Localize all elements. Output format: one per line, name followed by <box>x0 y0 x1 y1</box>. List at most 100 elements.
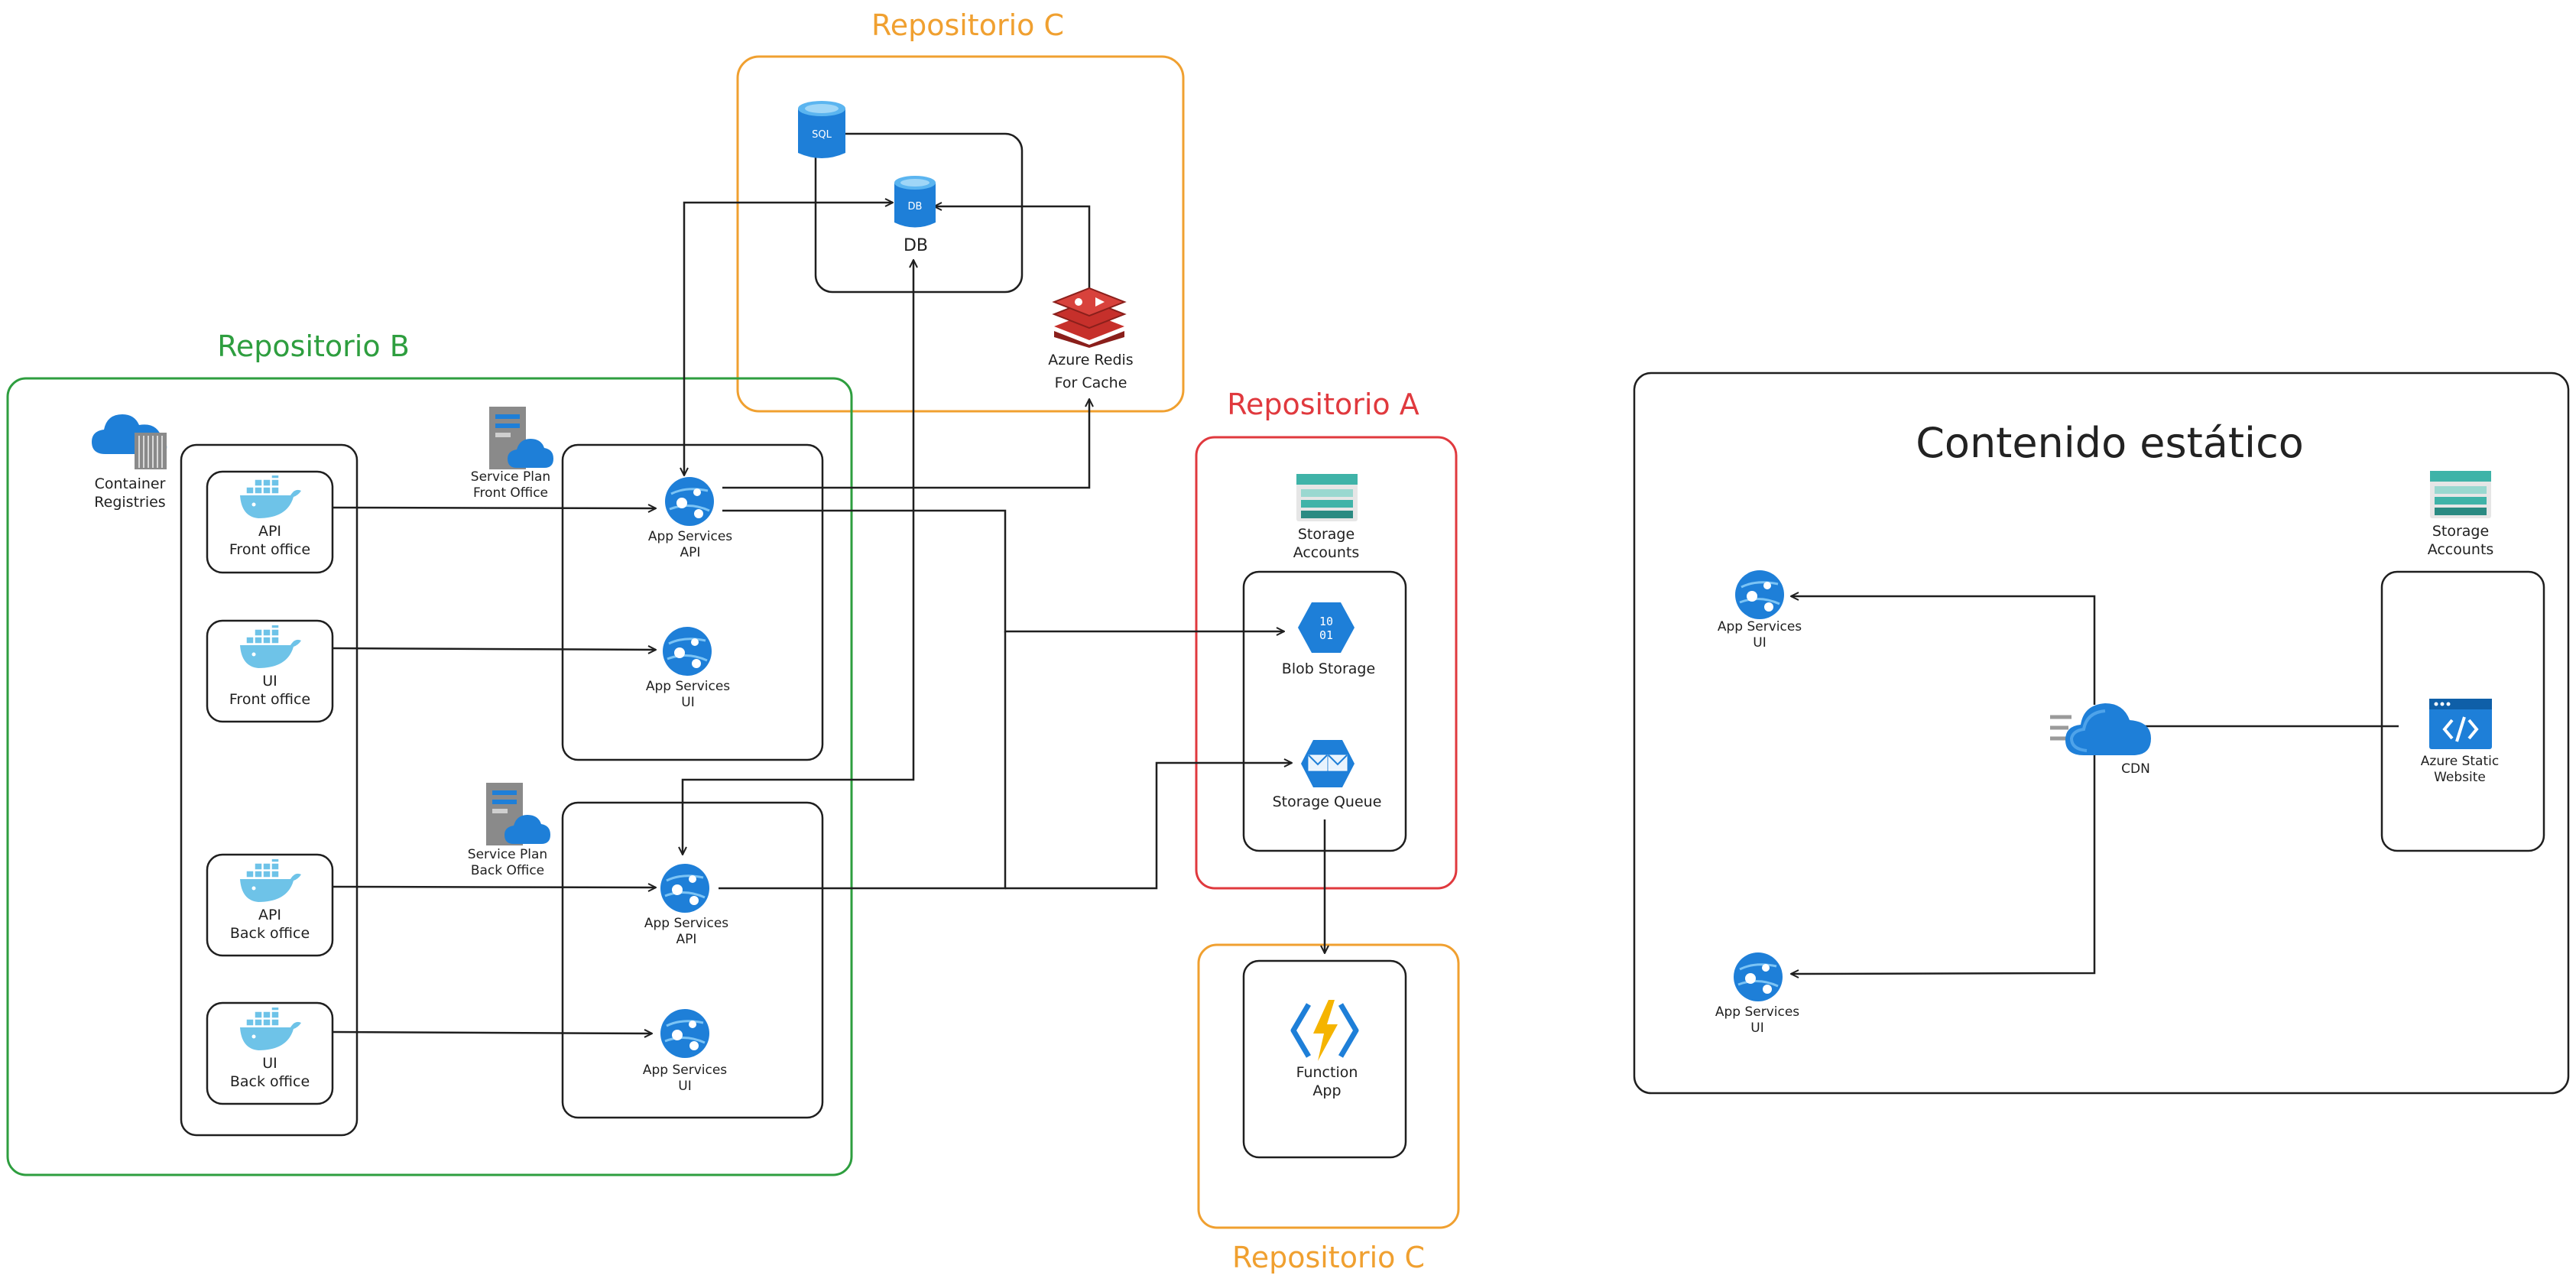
storage-accounts-a-label: Storage Accounts <box>1293 526 1360 563</box>
repo-a-boundary <box>1195 436 1458 890</box>
svg-text:10: 10 <box>1319 615 1333 628</box>
function-app-line1: Function <box>1296 1064 1358 1081</box>
edge-api-front-to-blob <box>722 509 1284 631</box>
sql-database-icon: SQL <box>798 101 845 158</box>
service-plan-front-label: Service Plan Front Office <box>471 469 550 502</box>
service-plan-back-line2: Back Office <box>470 863 545 879</box>
app-services-api-back-label: App Services API <box>644 916 728 949</box>
docker-api-back-line1: API <box>258 907 282 923</box>
app-services-api-front-label: App Services API <box>648 529 732 562</box>
edge-ui-front-to-app <box>332 648 656 650</box>
docker-ui-back-line1: UI <box>262 1055 277 1072</box>
docker-ui-back-icon <box>240 1008 301 1050</box>
container-registries-line1: Container <box>94 475 166 492</box>
storage-accounts-a-icon <box>1296 474 1358 521</box>
storage-accounts-static-line2: Accounts <box>2427 540 2494 558</box>
docker-ui-back-line2: Back office <box>229 1072 310 1090</box>
docker-api-back-icon <box>240 859 301 902</box>
app-services-api-front-line2: API <box>680 545 701 561</box>
svg-text:01: 01 <box>1319 628 1333 642</box>
edge-db-to-app-api-front <box>684 203 893 475</box>
docker-api-front-label: API Front office <box>229 523 310 560</box>
docker-api-front-line1: API <box>258 523 282 540</box>
edge-api-back-to-queue <box>1005 763 1292 890</box>
app-services-ui-static-bottom-icon <box>1734 952 1783 1001</box>
app-services-ui-back-label: App Services UI <box>643 1063 727 1095</box>
service-plan-back-line1: Service Plan <box>467 847 548 862</box>
cdn-label: CDN <box>2121 761 2150 777</box>
service-plan-front-icon <box>489 407 553 469</box>
edge-cdn-to-app-ui-bottom <box>1791 753 2096 974</box>
edge-redis-to-db <box>934 206 1091 289</box>
repo-c-top-title: Repositorio C <box>871 8 1064 42</box>
repo-a-title: Repositorio A <box>1227 388 1419 421</box>
redis-label: Azure Redis For Cache <box>1048 352 1133 393</box>
storage-accounts-static-icon <box>2430 471 2491 518</box>
azure-static-website-label: Azure Static Website <box>2421 754 2499 787</box>
app-services-api-back-line2: API <box>676 932 697 948</box>
redis-label-line1: Azure Redis <box>1048 352 1134 368</box>
app-services-ui-front-label: App Services UI <box>646 679 730 712</box>
edge-app-api-front-to-redis <box>722 399 1089 489</box>
azure-static-website-line1: Azure Static <box>2420 754 2500 769</box>
edge-app-api-back-to-db <box>683 260 913 855</box>
service-plan-front-line2: Front Office <box>472 485 549 501</box>
storage-accounts-static-line1: Storage <box>2432 523 2490 540</box>
docker-api-back-label: API Back office <box>230 907 310 943</box>
docker-ui-front-label: UI Front office <box>229 673 310 709</box>
docker-api-front-icon <box>240 475 301 518</box>
docker-ui-back-label: UI Back office <box>230 1055 310 1092</box>
docker-api-front-box <box>206 470 334 574</box>
app-services-ui-static-bottom-line1: App Services <box>1715 1004 1800 1020</box>
redis-label-line2: For Cache <box>1054 374 1127 391</box>
docker-ui-front-line2: Front office <box>229 690 311 708</box>
redis-icon <box>1052 287 1127 348</box>
static-content-boundary <box>1633 372 2570 1095</box>
app-services-ui-front-line2: UI <box>681 695 695 711</box>
app-services-ui-static-top-icon <box>1735 570 1784 619</box>
repo-b-title: Repositorio B <box>217 329 410 363</box>
storage-static-box <box>2380 570 2545 852</box>
static-content-title: Contenido estático <box>1916 419 2304 467</box>
app-services-ui-back-line1: App Services <box>642 1063 728 1078</box>
app-services-ui-back-line2: UI <box>678 1079 692 1095</box>
app-services-ui-static-bottom-line2: UI <box>1750 1021 1764 1037</box>
blob-storage-label: Blob Storage <box>1281 660 1376 677</box>
storage-accounts-static-label: Storage Accounts <box>2428 523 2494 560</box>
db-icon-text: DB <box>908 201 923 213</box>
sql-icon-text: SQL <box>812 129 832 141</box>
storage-queue-label: Storage Queue <box>1272 793 1382 810</box>
edge-ui-back-to-app <box>332 1032 652 1034</box>
app-services-api-front-line1: App Services <box>647 529 733 544</box>
app-services-api-front-icon <box>665 477 714 526</box>
blob-storage-icon: 10 01 <box>1298 602 1355 653</box>
container-registries-icon <box>92 414 167 469</box>
azure-static-website-icon <box>2429 699 2492 749</box>
storage-queue-icon <box>1301 740 1355 787</box>
app-services-api-back-line1: App Services <box>644 916 729 931</box>
app-services-ui-front-icon <box>663 627 712 676</box>
docker-api-front-line2: Front office <box>229 540 311 558</box>
azure-static-website-line2: Website <box>2434 770 2486 786</box>
function-app-label: Function App <box>1296 1064 1358 1101</box>
container-registries-line2: Registries <box>94 493 166 511</box>
storage-accounts-a-line1: Storage <box>1297 526 1355 543</box>
repo-c-bottom-title: Repositorio C <box>1232 1241 1425 1274</box>
db-label: DB <box>903 236 929 255</box>
repo-c-bottom-boundary <box>1197 943 1460 1229</box>
app-services-ui-back-icon <box>660 1009 709 1058</box>
storage-accounts-a-line2: Accounts <box>1293 544 1360 561</box>
docker-ui-front-box <box>206 619 334 723</box>
app-services-ui-front-line1: App Services <box>645 679 731 694</box>
service-plan-front-line1: Service Plan <box>470 469 551 485</box>
service-plan-back-icon <box>486 783 550 845</box>
docker-ui-front-line1: UI <box>262 673 277 690</box>
app-services-ui-static-top-label: App Services UI <box>1718 619 1802 652</box>
function-app-box <box>1242 959 1407 1159</box>
edge-cdn-to-app-ui-top <box>1791 596 2096 705</box>
app-services-ui-static-bottom-label: App Services UI <box>1715 1004 1799 1037</box>
service-plan-back-label: Service Plan Back Office <box>468 847 547 880</box>
docker-ui-front-icon <box>240 625 301 668</box>
